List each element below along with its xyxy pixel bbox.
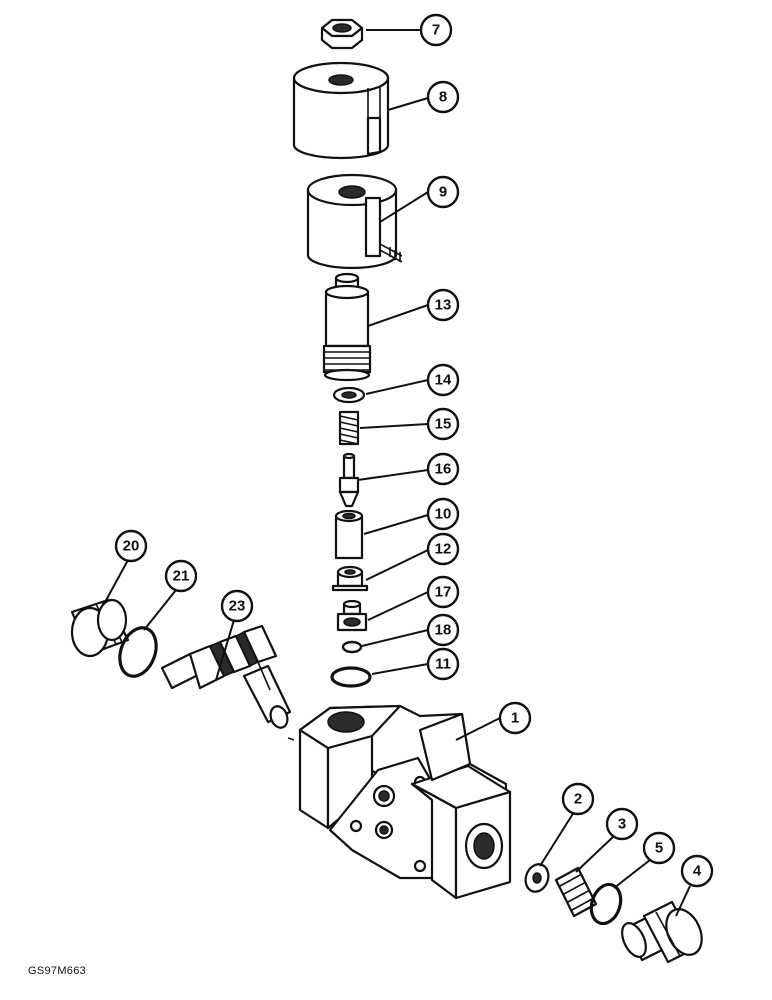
callout-23: 23 — [220, 589, 254, 623]
callout-label: 12 — [435, 541, 452, 558]
callout-label: 20 — [123, 538, 140, 555]
callout-label: 8 — [439, 89, 447, 106]
callout-17: 17 — [426, 575, 460, 609]
leader-lines — [103, 29, 691, 917]
callout-15: 15 — [426, 407, 460, 441]
callout-label: 1 — [511, 710, 519, 727]
callout-label: 10 — [435, 506, 452, 523]
callout-13: 13 — [426, 288, 460, 322]
part-21-o-ring — [118, 626, 158, 678]
callout-18: 18 — [426, 613, 460, 647]
callout-8: 8 — [426, 80, 460, 114]
part-3-spring — [554, 866, 598, 918]
part-18-small-o-ring — [341, 640, 363, 654]
callout-11: 11 — [426, 647, 460, 681]
callout-4: 4 — [680, 854, 714, 888]
callout-label: 3 — [618, 816, 626, 833]
part-16-plunger-pin — [338, 452, 360, 508]
callout-12: 12 — [426, 532, 460, 566]
part-12-valve-seat — [331, 565, 369, 592]
callout-label: 16 — [435, 461, 452, 478]
figure-code: GS97M663 — [28, 965, 87, 977]
part-8-coil-cover — [292, 61, 390, 160]
callout-label: 2 — [574, 791, 582, 808]
callout-21: 21 — [164, 559, 198, 593]
callout-label: 15 — [435, 416, 452, 433]
callout-2: 2 — [561, 782, 595, 816]
callout-label: 14 — [435, 372, 452, 389]
part-9-solenoid-coil — [306, 173, 403, 270]
part-14-washer — [332, 386, 366, 404]
callout-label: 4 — [693, 863, 702, 880]
callout-label: 7 — [432, 22, 440, 39]
callout-label: 13 — [435, 297, 452, 314]
part-13-solenoid-tube — [322, 272, 372, 382]
callout-1: 1 — [498, 701, 532, 735]
part-20-plug — [70, 598, 130, 658]
part-2-washer — [524, 863, 550, 893]
callout-label: 17 — [435, 584, 452, 601]
part-10-sleeve — [334, 509, 364, 560]
part-1-valve-body — [298, 704, 512, 900]
part-11-o-ring — [330, 666, 372, 688]
part-7-hex-nut — [320, 18, 364, 50]
callout-10: 10 — [426, 497, 460, 531]
callout-7: 7 — [419, 13, 453, 47]
callout-9: 9 — [426, 175, 460, 209]
part-15-spring — [338, 410, 360, 446]
part-17-check-fitting — [336, 599, 368, 632]
callout-label: 5 — [655, 840, 663, 857]
callout-label: 9 — [439, 184, 447, 201]
callout-14: 14 — [426, 363, 460, 397]
callout-16: 16 — [426, 452, 460, 486]
callout-label: 21 — [173, 568, 190, 585]
part-5-o-ring — [589, 882, 623, 926]
callout-20: 20 — [114, 529, 148, 563]
callout-label: 18 — [435, 622, 452, 639]
callout-label: 23 — [229, 598, 246, 615]
callout-5: 5 — [642, 831, 676, 865]
callout-label: 11 — [435, 656, 451, 673]
callout-3: 3 — [605, 807, 639, 841]
part-4-hex-plug — [621, 900, 703, 964]
